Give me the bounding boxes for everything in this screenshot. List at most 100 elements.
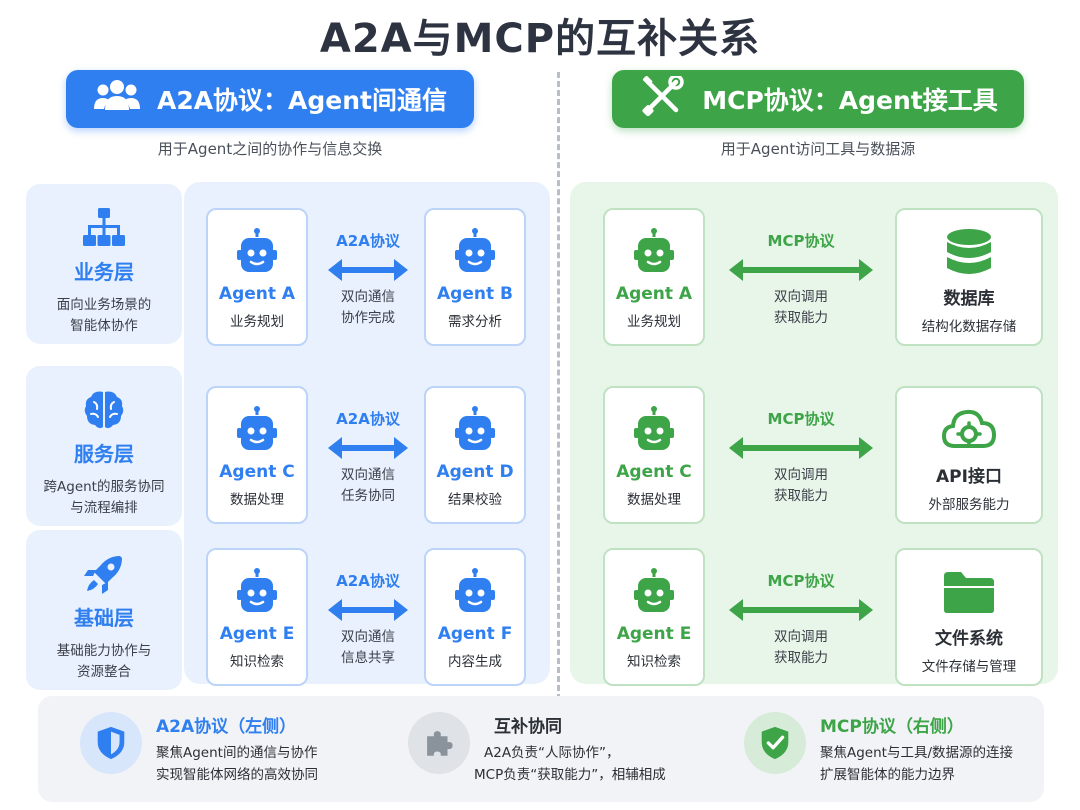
folder-icon — [941, 568, 997, 616]
robot-icon — [453, 568, 497, 616]
tool-role: 文件存储与管理 — [921, 659, 1017, 675]
shield-icon — [80, 712, 142, 774]
agent-name: Agent E — [616, 624, 692, 644]
agent-card: Agent B 需求分析 — [424, 208, 526, 346]
robot-icon — [235, 228, 279, 276]
tool-card: 数据库结构化数据存储 — [895, 208, 1043, 346]
mcp-subtitle: 用于Agent访问工具与数据源 — [720, 140, 916, 158]
layer-business: 业务层 面向业务场景的 智能体协作 — [26, 184, 182, 344]
robot-icon — [453, 406, 497, 454]
summary-bar: A2A协议（左侧） 聚焦Agent间的通信与协作 实现智能体网络的高效协同 互补… — [38, 696, 1044, 802]
tool-card: 文件系统文件存储与管理 — [895, 548, 1043, 686]
protocol-label: A2A协议 — [336, 410, 400, 428]
mcp-link: MCP协议双向调用获取能力 — [726, 570, 876, 669]
robot-icon — [632, 568, 676, 616]
a2a-link: A2A协议双向通信协作完成 — [313, 230, 423, 329]
agent-name: Agent B — [437, 284, 513, 304]
mcp-link: MCP协议双向调用获取能力 — [726, 408, 876, 507]
link-desc: 双向调用获取能力 — [774, 629, 828, 666]
agent-card: Agent E 知识检索 — [603, 548, 705, 686]
bidirectional-arrow-icon — [726, 437, 876, 459]
layer-name: 基础层 — [74, 606, 134, 630]
bidirectional-arrow-icon — [313, 599, 423, 621]
agent-role: 数据处理 — [230, 492, 284, 508]
robot-icon — [453, 228, 497, 276]
agent-role: 业务规划 — [230, 314, 284, 330]
summary-line: 聚焦Agent与工具/数据源的连接 — [820, 745, 1014, 761]
rocket-icon — [82, 552, 126, 596]
tool-card: API接口外部服务能力 — [895, 386, 1043, 524]
agent-role: 知识检索 — [230, 654, 284, 670]
layer-service: 服务层 跨Agent的服务协同 与流程编排 — [26, 366, 182, 526]
protocol-label: MCP协议 — [767, 232, 835, 250]
link-desc: 双向通信信息共享 — [341, 629, 395, 666]
agent-role: 知识检索 — [627, 654, 681, 670]
agent-role: 数据处理 — [627, 492, 681, 508]
brain-icon — [82, 388, 126, 432]
summary-line: 扩展智能体的能力边界 — [820, 767, 955, 783]
mcp-header: MCP协议：Agent接工具 — [612, 70, 1024, 128]
mcp-header-label: MCP协议：Agent接工具 — [702, 86, 998, 115]
tools-icon — [638, 74, 686, 122]
summary-text: 聚焦Agent与工具/数据源的连接 扩展智能体的能力边界 — [820, 742, 1013, 786]
agent-name: Agent C — [616, 462, 692, 482]
robot-icon — [632, 228, 676, 276]
database-icon — [941, 228, 997, 276]
agent-role: 结果校验 — [448, 492, 502, 508]
agent-name: Agent A — [615, 284, 693, 304]
agent-role: 内容生成 — [448, 654, 502, 670]
mcp-link: MCP协议双向调用获取能力 — [726, 230, 876, 329]
center-divider — [557, 72, 560, 700]
summary-line: 聚焦Agent间的通信与协作 — [156, 745, 318, 761]
agent-name: Agent A — [218, 284, 296, 304]
page-title: A2A与MCP的互补关系 — [319, 16, 761, 62]
bidirectional-arrow-icon — [726, 599, 876, 621]
summary-line: MCP负责“获取能力”，相辅相成 — [474, 767, 666, 783]
protocol-label: A2A协议 — [336, 572, 400, 590]
tool-role: 外部服务能力 — [928, 497, 1010, 513]
hierarchy-icon — [82, 206, 126, 250]
layer-foundation: 基础层 基础能力协作与 资源整合 — [26, 530, 182, 690]
tool-name: 文件系统 — [935, 629, 1003, 649]
link-desc: 双向调用获取能力 — [774, 289, 828, 326]
bidirectional-arrow-icon — [313, 259, 423, 281]
a2a-header-label: A2A协议：Agent间通信 — [156, 86, 448, 115]
tool-name: API接口 — [936, 467, 1002, 487]
shield-check-icon — [744, 712, 806, 774]
layer-name: 业务层 — [74, 260, 134, 284]
layer-desc: 基础能力协作与 资源整合 — [56, 643, 152, 680]
agent-card: Agent F 内容生成 — [424, 548, 526, 686]
bidirectional-arrow-icon — [726, 259, 876, 281]
summary-title: A2A协议（左侧） — [156, 717, 297, 737]
agent-card: Agent A 业务规划 — [603, 208, 705, 346]
puzzle-icon — [408, 712, 470, 774]
cloud-gear-icon — [941, 406, 997, 454]
agent-role: 业务规划 — [627, 314, 681, 330]
protocol-label: A2A协议 — [336, 232, 400, 250]
agent-name: Agent F — [437, 624, 513, 644]
a2a-link: A2A协议双向通信任务协同 — [313, 408, 423, 507]
protocol-label: MCP协议 — [767, 572, 835, 590]
layer-desc: 跨Agent的服务协同 与流程编排 — [43, 479, 165, 516]
link-desc: 双向通信任务协同 — [341, 467, 395, 504]
agent-card: Agent E 知识检索 — [206, 548, 308, 686]
agent-card: Agent D 结果校验 — [424, 386, 526, 524]
tool-role: 结构化数据存储 — [921, 319, 1017, 335]
summary-complement: 互补协同 A2A负责“人际协作”， MCP负责“获取能力”，相辅相成 — [378, 696, 708, 802]
agent-role: 需求分析 — [448, 314, 502, 330]
robot-icon — [235, 568, 279, 616]
link-desc: 双向调用获取能力 — [774, 467, 828, 504]
agent-card: Agent A 业务规划 — [206, 208, 308, 346]
robot-icon — [235, 406, 279, 454]
a2a-header: A2A协议：Agent间通信 — [66, 70, 474, 128]
agent-name: Agent E — [219, 624, 295, 644]
link-desc: 双向通信协作完成 — [341, 289, 395, 326]
protocol-label: MCP协议 — [767, 410, 835, 428]
a2a-link: A2A协议双向通信信息共享 — [313, 570, 423, 669]
summary-title: 互补协同 — [494, 717, 562, 737]
a2a-subtitle: 用于Agent之间的协作与信息交换 — [157, 140, 383, 158]
summary-mcp: MCP协议（右侧） 聚焦Agent与工具/数据源的连接 扩展智能体的能力边界 — [708, 696, 1044, 802]
agent-name: Agent D — [436, 462, 514, 482]
bidirectional-arrow-icon — [313, 437, 423, 459]
